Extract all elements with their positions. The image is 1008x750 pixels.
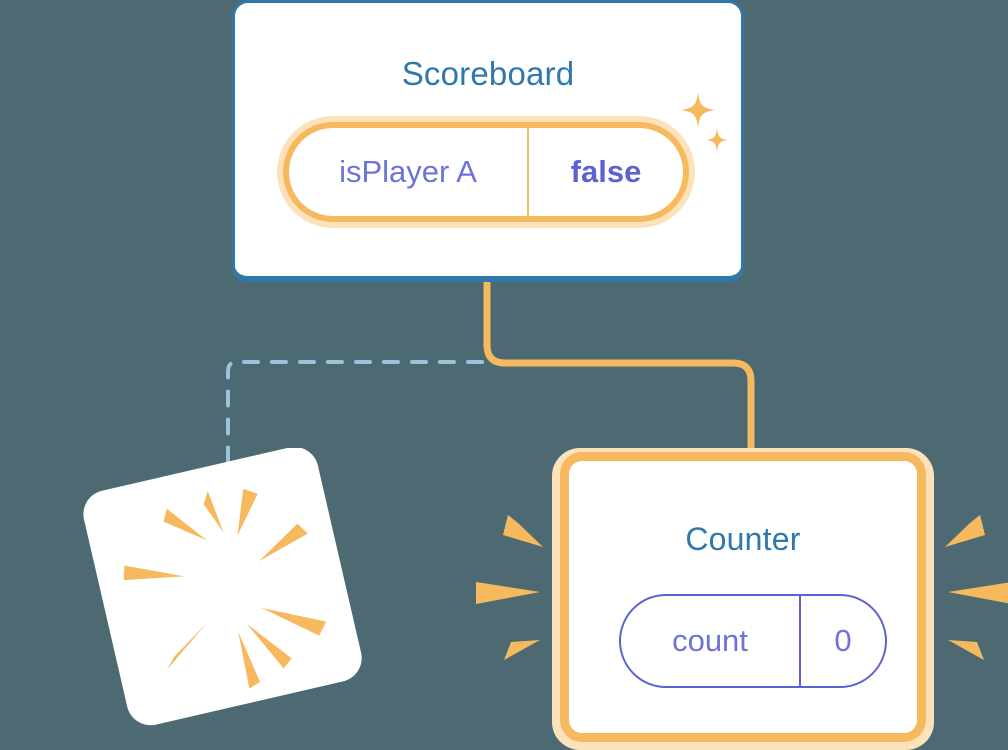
- counter-card[interactable]: Counter count 0: [560, 452, 926, 742]
- connector-scoreboard-to-burst-card: [226, 281, 489, 477]
- burst-ray: [261, 607, 327, 636]
- burst-ray: [238, 631, 261, 689]
- connector-scoreboard-to-counter: [483, 279, 755, 469]
- burst-ray: [476, 582, 540, 604]
- counter-pill-value: 0: [834, 623, 852, 658]
- burst-card-surface: [83, 448, 362, 726]
- burst-ray: [258, 523, 308, 562]
- burst-ray-group: [123, 488, 327, 689]
- burst-ray: [237, 488, 258, 536]
- counter-pill-key: count: [672, 623, 748, 658]
- burst-ray: [203, 490, 224, 533]
- scoreboard-pill-divider: [527, 128, 529, 216]
- counter-state-pill[interactable]: count 0: [619, 594, 887, 688]
- burst-ray: [163, 508, 207, 541]
- counter-left-ray-group: [476, 515, 543, 660]
- burst-ray: [503, 515, 543, 547]
- scoreboard-card[interactable]: Scoreboard isPlayer A false: [232, 0, 744, 282]
- burst-ray: [948, 640, 984, 660]
- burst-ray: [945, 515, 985, 547]
- scoreboard-title: Scoreboard: [401, 55, 575, 92]
- counter-right-ray-group: [945, 515, 1008, 660]
- counter-pill-divider: [799, 596, 801, 686]
- burst-card[interactable]: [78, 448, 368, 728]
- scoreboard-state-pill[interactable]: isPlayer A false: [277, 116, 695, 228]
- burst-ray: [123, 565, 185, 581]
- scoreboard-pill-key: isPlayer A: [339, 154, 477, 189]
- counter-title: Counter: [685, 521, 801, 557]
- burst-ray: [246, 623, 292, 669]
- burst-ray: [504, 640, 540, 660]
- burst-ray: [948, 582, 1008, 604]
- scoreboard-pill-value: false: [570, 154, 642, 189]
